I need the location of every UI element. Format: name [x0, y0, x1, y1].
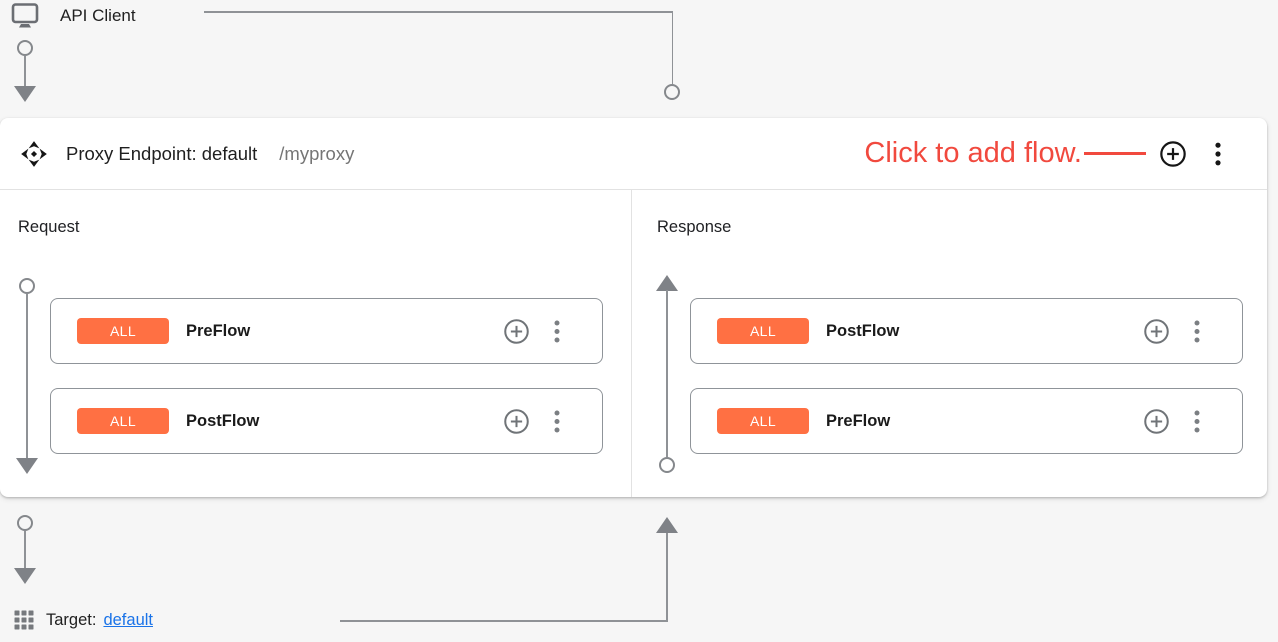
target-default-link[interactable]: default	[103, 610, 153, 629]
flow-name: PostFlow	[826, 321, 900, 340]
response-section-label: Response	[657, 218, 732, 236]
flow-menu-button[interactable]	[554, 320, 560, 343]
connector-node-proxy-in	[664, 84, 680, 100]
api-client: API Client	[10, 2, 136, 30]
plus-circle-icon	[1143, 318, 1170, 345]
plus-circle-icon	[503, 408, 530, 435]
target-row: Target: default	[14, 606, 153, 634]
request-section-label: Request	[18, 218, 80, 236]
condition-badge: ALL	[717, 408, 809, 434]
condition-badge: ALL	[77, 408, 169, 434]
grid-icon	[14, 610, 34, 630]
endpoint-menu-button[interactable]	[1215, 142, 1221, 166]
add-policy-button[interactable]	[1143, 318, 1170, 345]
proxy-endpoint-title: Proxy Endpoint: default	[66, 142, 258, 164]
flow-name: PreFlow	[826, 411, 891, 430]
flow-menu-button[interactable]	[1194, 320, 1200, 343]
proxy-endpoint-header: Proxy Endpoint: default /myproxy Click t…	[0, 118, 1267, 190]
connector-response-line	[666, 290, 668, 457]
request-postflow-card[interactable]: ALL PostFlow	[50, 388, 603, 454]
arrow-down-icon	[14, 86, 36, 102]
annotation-pointer-line	[1084, 152, 1146, 155]
flow-menu-button[interactable]	[554, 410, 560, 433]
add-policy-button[interactable]	[503, 408, 530, 435]
plus-circle-icon	[1159, 140, 1187, 168]
connector-target-return-v	[666, 532, 668, 622]
add-policy-button[interactable]	[1143, 408, 1170, 435]
kebab-menu-icon	[1194, 320, 1200, 343]
move-arrows-icon	[20, 140, 48, 168]
monitor-icon	[10, 2, 40, 30]
arrow-down-icon	[16, 458, 38, 474]
connector-proxy-to-target	[24, 531, 26, 568]
flow-name: PostFlow	[186, 411, 260, 430]
condition-badge: ALL	[717, 318, 809, 344]
request-preflow-card[interactable]: ALL PreFlow	[50, 298, 603, 364]
request-response-divider	[631, 190, 632, 497]
plus-circle-icon	[1143, 408, 1170, 435]
kebab-menu-icon	[1215, 142, 1221, 166]
connector-target-return-h	[340, 620, 668, 622]
connector-client-to-proxy-h	[204, 11, 673, 13]
connector-node-request-start	[19, 278, 35, 294]
connector-node-client-out	[17, 40, 33, 56]
connector-client-down	[24, 56, 26, 86]
proxy-endpoint-basepath: /myproxy	[279, 142, 355, 164]
connector-request-line	[26, 294, 28, 458]
arrow-up-icon	[656, 275, 678, 291]
kebab-menu-icon	[1194, 410, 1200, 433]
add-flow-button[interactable]	[1159, 140, 1187, 168]
kebab-menu-icon	[554, 320, 560, 343]
target-label: Target:	[46, 610, 97, 629]
plus-circle-icon	[503, 318, 530, 345]
condition-badge: ALL	[77, 318, 169, 344]
arrow-up-icon	[656, 517, 678, 533]
response-postflow-card[interactable]: ALL PostFlow	[690, 298, 1243, 364]
arrow-down-icon	[14, 568, 36, 584]
add-policy-button[interactable]	[503, 318, 530, 345]
connector-node-proxy-out	[17, 515, 33, 531]
connector-client-to-proxy-v	[671, 11, 674, 84]
connector-node-response-end	[659, 457, 675, 473]
add-flow-annotation: Click to add flow.	[864, 137, 1082, 169]
flow-name: PreFlow	[186, 321, 251, 340]
response-preflow-card[interactable]: ALL PreFlow	[690, 388, 1243, 454]
flow-menu-button[interactable]	[1194, 410, 1200, 433]
api-client-label: API Client	[60, 6, 136, 25]
proxy-endpoint-panel: Proxy Endpoint: default /myproxy Click t…	[0, 118, 1267, 497]
kebab-menu-icon	[554, 410, 560, 433]
